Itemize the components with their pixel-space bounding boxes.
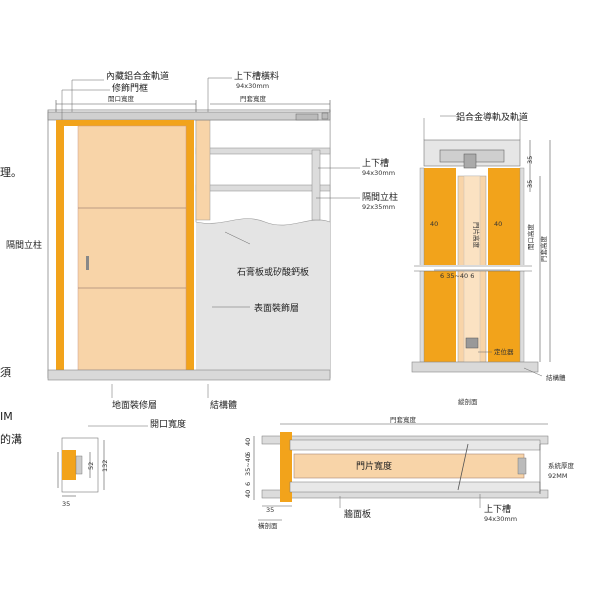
v-structure-label: 結構體 bbox=[546, 373, 566, 382]
h-title: 橫剖面 bbox=[258, 521, 278, 530]
board-label: 石膏板或矽酸鈣板 bbox=[237, 266, 309, 278]
h-opening-width: 開口寬度 bbox=[150, 418, 186, 430]
frame-detail: 52 132 35 bbox=[57, 437, 109, 508]
v-title: 縱剖面 bbox=[458, 397, 478, 406]
v-frame-height: 門套高度 bbox=[539, 236, 548, 263]
h-dim-40b: 40 bbox=[244, 490, 252, 498]
slot-label: 上下槽 bbox=[362, 157, 389, 169]
h-dim-40a: 40 bbox=[244, 438, 252, 446]
rail-label: 內藏鋁合金軌道 bbox=[106, 70, 169, 82]
v-rail-label: 鋁合金導軌及軌道 bbox=[456, 111, 528, 123]
stud-label: 隔間立柱 bbox=[362, 191, 398, 203]
v-dim-40b: 40 bbox=[494, 220, 502, 228]
rail-stud-2 bbox=[195, 184, 331, 192]
v-dim-bottom: 6 35~40 6 bbox=[440, 272, 474, 280]
v-dim-35b: 35 bbox=[526, 180, 534, 188]
side-text-4: 的溝 bbox=[0, 432, 22, 446]
h-left-frame bbox=[280, 432, 292, 502]
top-frame bbox=[64, 120, 192, 126]
h-dim-35-40: 35~40 bbox=[244, 454, 252, 476]
horizontal-section: 開口寬度 門套寬度 門片寬度 系統厚度 92MM 40 6 35~40 6 40… bbox=[88, 415, 575, 530]
frame-width-label: 門套寬度 bbox=[240, 94, 267, 103]
door-handle bbox=[86, 256, 89, 270]
vertical-stud bbox=[311, 149, 321, 221]
rail-hanger bbox=[295, 113, 319, 121]
v-stopper-label: 定位器 bbox=[494, 347, 514, 356]
door-leaf bbox=[77, 125, 187, 371]
h-door-width: 門片寬度 bbox=[356, 460, 392, 472]
h-wall-board: 牆面板 bbox=[344, 508, 371, 520]
trim-label: 修飾門框 bbox=[112, 82, 148, 94]
detail-frame bbox=[62, 450, 76, 480]
stud-size: 92x35mm bbox=[362, 203, 395, 211]
side-text-3: IM bbox=[0, 410, 13, 423]
rail-beam-size: 94x30mm bbox=[236, 82, 269, 90]
detail-dim-132: 132 bbox=[101, 460, 109, 472]
h-system-thickness: 系統厚度 bbox=[548, 461, 575, 470]
floor-section bbox=[411, 361, 539, 373]
h-slot-label: 上下槽 bbox=[484, 503, 511, 515]
h-frame-width: 門套寬度 bbox=[390, 415, 417, 424]
v-door-height: 門片高度 bbox=[472, 222, 481, 249]
h-door-leaf bbox=[293, 453, 525, 479]
front-elevation: 內藏鋁合金軌道 修飾門框 開口寬度 上下槽橫料 94x30mm 門套寬度 上下槽… bbox=[0, 70, 398, 446]
rail-stop bbox=[321, 112, 329, 120]
roller bbox=[463, 153, 477, 169]
slot-size: 94x30mm bbox=[362, 169, 395, 177]
vertical-section: 鋁合金導軌及軌道 35 35 40 40 門片高度 開口高度 門套高度 6 35… bbox=[411, 111, 566, 406]
side-text-2: 須 bbox=[0, 366, 11, 379]
v-opening-height: 開口高度 bbox=[526, 224, 535, 251]
wall-cutaway bbox=[195, 119, 331, 226]
opening-width-label: 開口寬度 bbox=[108, 94, 135, 103]
structure-label: 結構體 bbox=[210, 399, 237, 411]
left-frame bbox=[56, 120, 64, 370]
h-dim-6a: 6 bbox=[244, 452, 252, 456]
h-slot-size: 94x30mm bbox=[484, 515, 517, 523]
detail-dim-52: 52 bbox=[87, 462, 95, 470]
rail-beam-label: 上下槽橫料 bbox=[234, 70, 279, 82]
h-dim-35: 35 bbox=[266, 506, 274, 514]
v-dim-35a: 35 bbox=[526, 156, 534, 164]
h-system-thickness-val: 92MM bbox=[548, 472, 568, 480]
left-stud-label: 隔間立柱 bbox=[6, 239, 42, 251]
detail-dim-35: 35 bbox=[62, 500, 70, 508]
rail-stud-1 bbox=[195, 147, 331, 155]
side-text-1: 理。 bbox=[0, 166, 22, 179]
top-rail-beam bbox=[47, 111, 331, 121]
door-edge-in-pocket bbox=[195, 119, 211, 221]
stopper bbox=[465, 337, 479, 349]
floor-finish bbox=[47, 369, 331, 381]
h-dim-6b: 6 bbox=[244, 482, 252, 486]
finish-label: 表面裝飾層 bbox=[254, 302, 299, 314]
floor-finish-label: 地面裝修層 bbox=[112, 399, 157, 411]
v-dim-40a: 40 bbox=[430, 220, 438, 228]
right-frame bbox=[186, 120, 194, 370]
